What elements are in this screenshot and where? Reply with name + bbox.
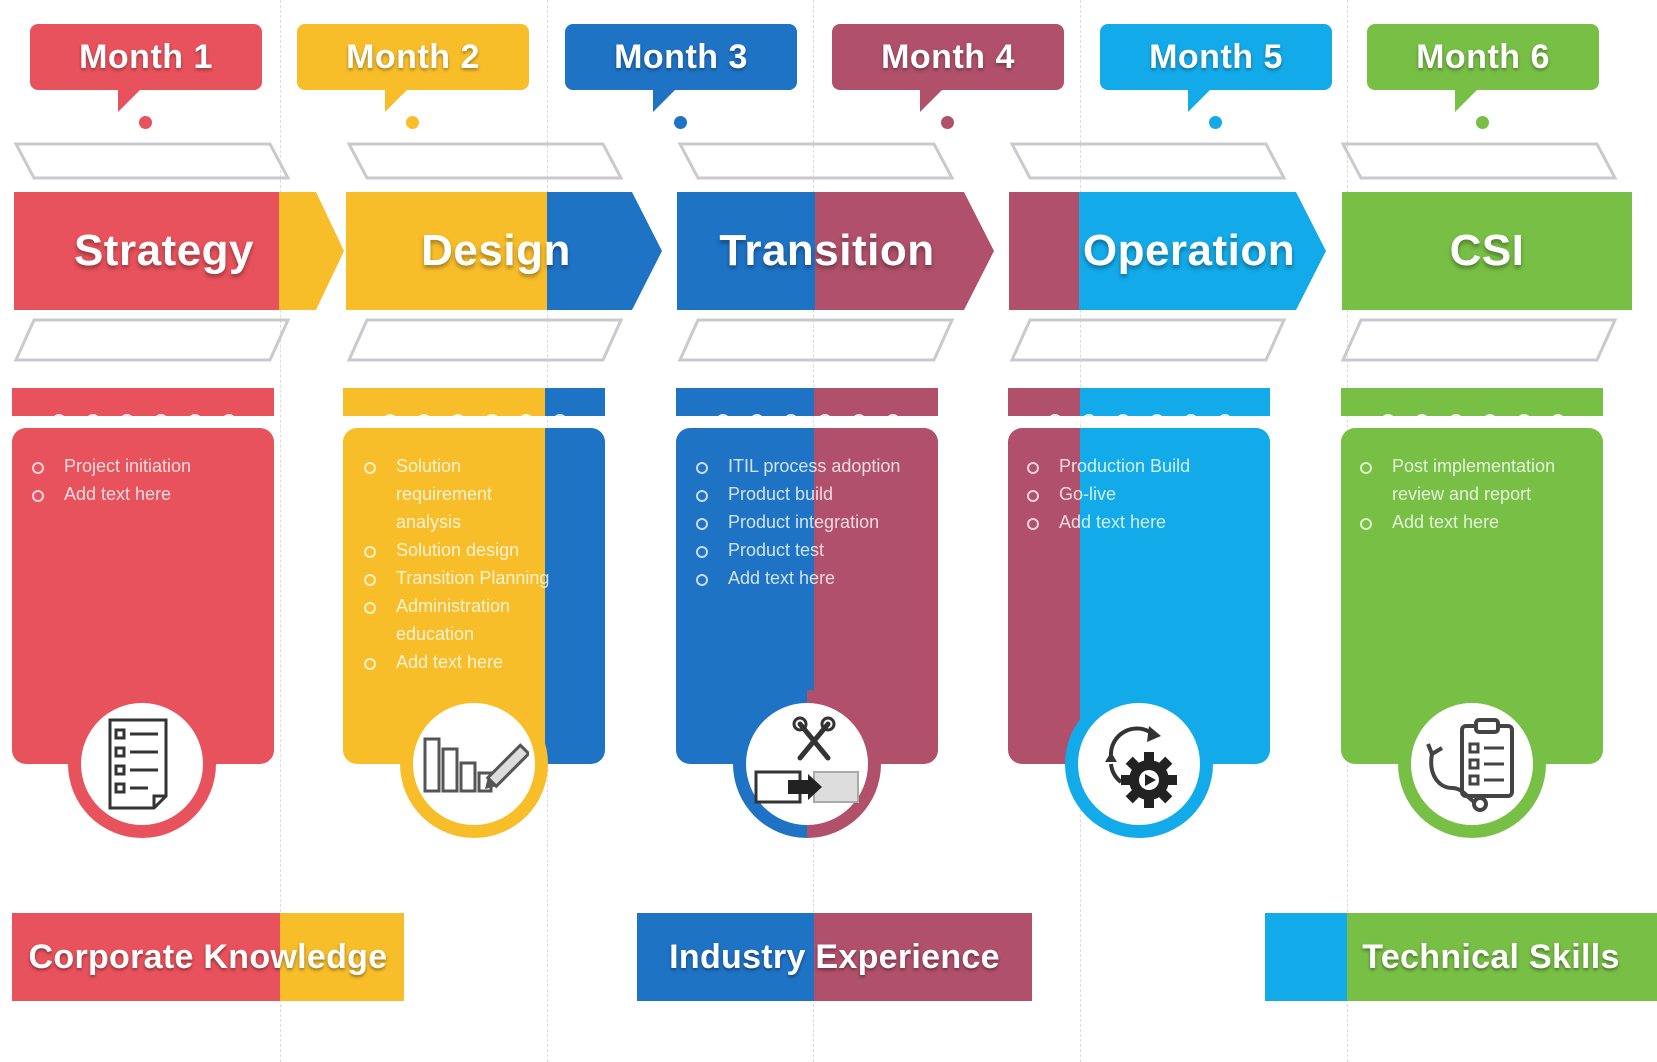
month-marker-dot [1209, 116, 1222, 129]
month-1-callout: Month 1 [30, 24, 262, 112]
card-header-strip [676, 388, 938, 416]
bar-label: Corporate Knowledge [28, 937, 388, 976]
phase-label: Transition [719, 226, 935, 275]
month-2-callout: Month 2 [297, 24, 529, 112]
card-bullet-list: Solution requirement analysis Solution d… [362, 452, 562, 676]
card-header-strip [12, 388, 274, 416]
phase-label: Design [421, 226, 571, 275]
card-stitching [1341, 412, 1603, 430]
icon-ring [68, 690, 216, 838]
month-label: Month 6 [1416, 37, 1550, 76]
phase-arrow-shape [346, 192, 662, 310]
list-item: Transition Planning [362, 564, 562, 592]
month-label: Month 5 [1149, 37, 1283, 76]
phase-operation: Operation [1009, 192, 1329, 310]
list-item: Go-live [1025, 480, 1255, 508]
list-item: Add text here [1025, 508, 1255, 536]
month-3-callout: Month 3 [565, 24, 797, 112]
bar-label: Technical Skills [1362, 937, 1620, 976]
month-marker-dot [406, 116, 419, 129]
list-item: Production Build [1025, 452, 1255, 480]
bar-label: Industry Experience [669, 937, 1000, 976]
list-item: Add text here [362, 648, 562, 676]
month-5-callout: Month 5 [1100, 24, 1332, 112]
card-stitching [12, 412, 274, 430]
icon-ring [1398, 690, 1546, 838]
month-label: Month 1 [79, 37, 213, 76]
tools-transfer-icon [754, 716, 859, 804]
bar-industry-experience: Industry Experience [637, 913, 1032, 1001]
gear-cycle-icon [1105, 726, 1177, 808]
month-4-callout: Month 4 [832, 24, 1064, 112]
checklist-document-icon [108, 718, 168, 810]
month-marker-dot [1476, 116, 1489, 129]
bar-chart-pencil-icon [423, 737, 529, 793]
list-item: ITIL process adoption [694, 452, 924, 480]
phase-label: Strategy [73, 226, 255, 275]
month-marker-dot [941, 116, 954, 129]
card-bullet-list: Project initiation Add text here [30, 452, 250, 508]
phase-csi: CSI [1342, 192, 1632, 310]
phase-arrow-shape [1342, 192, 1632, 310]
icon-ring [400, 690, 548, 838]
list-item: Add text here [1358, 508, 1558, 536]
icon-ring [1065, 690, 1213, 838]
month-label: Month 3 [614, 37, 748, 76]
month-marker-dot [139, 116, 152, 129]
list-item: Solution design [362, 536, 562, 564]
phase-design: Design [346, 192, 666, 310]
list-item: Administration education [362, 592, 562, 648]
card-header-strip [1341, 388, 1603, 416]
phase-arrow-shape [1009, 192, 1326, 310]
outline-frames [13, 142, 1618, 362]
month-marker-dot [674, 116, 687, 129]
month-label: Month 2 [346, 37, 480, 76]
card-stitching [1008, 412, 1270, 430]
list-item: Add text here [30, 480, 250, 508]
card-stitching [676, 412, 938, 430]
month-label: Month 4 [881, 37, 1015, 76]
card-bullet-list: Production Build Go-live Add text here [1025, 452, 1255, 536]
list-item: Project initiation [30, 452, 250, 480]
list-item: Add text here [694, 564, 924, 592]
list-item: Product integration [694, 508, 924, 536]
card-bullet-list: Post implementation review and report Ad… [1358, 452, 1558, 536]
month-6-callout: Month 6 [1367, 24, 1599, 112]
phase-strategy: Strategy [14, 192, 344, 310]
guide-line [280, 0, 281, 1062]
card-stitching [343, 412, 605, 430]
list-item: Product build [694, 480, 924, 508]
phase-arrow-shape [14, 192, 344, 310]
phase-arrow-shape [677, 192, 994, 310]
list-item: Solution requirement analysis [362, 452, 562, 536]
phase-transition: Transition [677, 192, 997, 310]
icon-ring [733, 690, 881, 838]
phase-label: Operation [1082, 226, 1296, 275]
card-header-strip [1008, 388, 1270, 416]
card-bullet-list: ITIL process adoption Product build Prod… [694, 452, 924, 592]
bar-technical-skills: Technical Skills [1265, 913, 1657, 1001]
list-item: Post implementation review and report [1358, 452, 1558, 508]
bar-corporate-knowledge: Corporate Knowledge [12, 913, 404, 1001]
list-item: Product test [694, 536, 924, 564]
phase-label: CSI [1449, 226, 1525, 275]
card-header-strip [343, 388, 605, 416]
clipboard-stethoscope-icon [1426, 718, 1514, 812]
